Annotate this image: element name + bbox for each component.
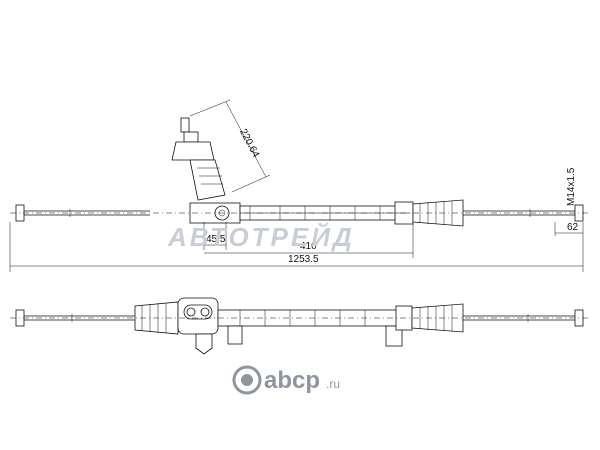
- dim-rack-length: 410: [300, 241, 317, 252]
- dim-end-length: 62: [567, 222, 579, 233]
- watermark: АВТОТРЕЙД: [167, 222, 355, 252]
- dim-thread: M14x1.5: [566, 167, 577, 206]
- dim-shaft-length: 220.64: [237, 127, 261, 160]
- top-input-shaft: [171, 117, 226, 201]
- side-right-boot: [411, 303, 464, 333]
- abcp-logo: abcp .ru: [232, 365, 340, 395]
- dim-offset: 45.5: [206, 234, 226, 245]
- abcp-ring-icon: [232, 365, 262, 395]
- side-rack-housing: [217, 305, 413, 347]
- logo-domain: .ru: [326, 377, 340, 391]
- side-pinion-housing: [177, 297, 219, 355]
- top-view: 220.64 45.5 410 1253.5 M14x1.5 62 АВТОТР…: [9, 99, 590, 272]
- top-right-boot: [412, 199, 464, 227]
- dim-overall-length: 1253.5: [288, 254, 319, 265]
- logo-brand: abcp: [264, 367, 320, 394]
- side-view: [10, 297, 590, 355]
